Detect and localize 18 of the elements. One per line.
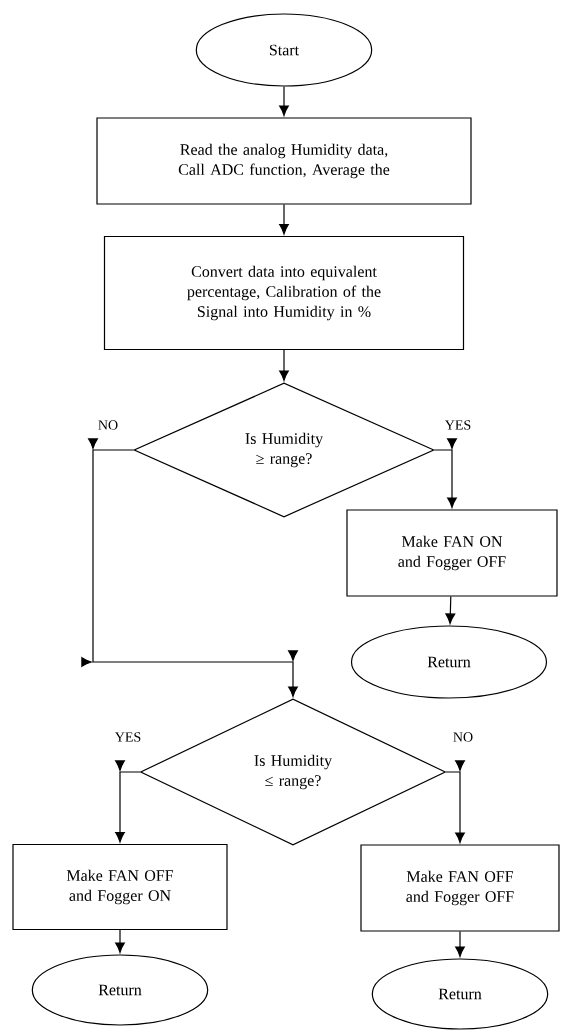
arrow [115,929,125,953]
arrow [445,760,465,843]
arrow [81,438,298,697]
edge-label: NO [451,731,475,743]
arrow [279,86,289,116]
arrow [445,596,456,624]
edge-label: NO [96,419,120,431]
arrow [434,438,457,508]
process-box: Make FAN OFF and Fogger OFF [360,844,560,932]
arrow [115,760,141,843]
arrow [455,931,465,957]
arrow [279,204,289,235]
edge-label: YES [443,419,473,431]
process-box: Read the analog Humidity data, Call ADC function, Average the [96,117,472,205]
process-box: Make FAN OFF and Fogger ON [12,843,228,931]
process-box: Make FAN ON and Fogger OFF [346,509,558,597]
process-box: Convert data into equivalent percentage, Calibration of the Signal into Humidity in % [103,235,465,351]
arrow [279,349,289,381]
